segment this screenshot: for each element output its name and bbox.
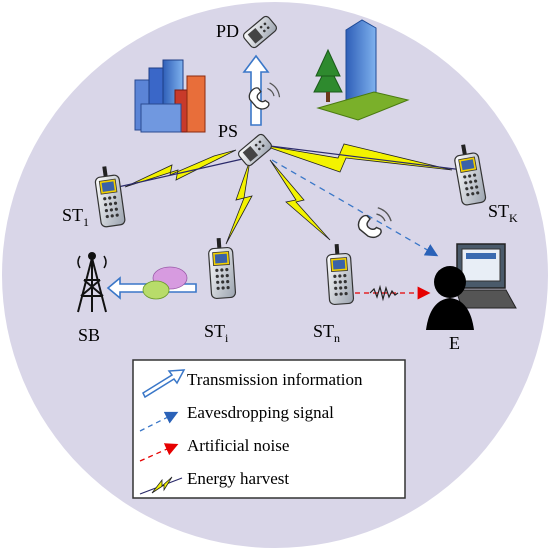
ps-label: PS [218,121,239,141]
link-lines [117,144,464,188]
e-label: E [449,333,460,353]
sb-label: SB [78,325,101,345]
stn-label: STn [313,321,341,345]
eavesdropper-icon [426,243,517,330]
office-building-right [313,19,410,121]
legend-box [132,359,406,499]
energy-harvest-bolts [124,143,453,245]
stk-label: STK [488,201,518,225]
legend-transmission-icon [142,369,186,399]
st1-label: ST1 [62,205,90,229]
legend-noise-icon [139,443,179,462]
noise-waveform [369,284,399,302]
sti-label: STi [204,321,229,345]
city-buildings-left [134,59,206,133]
eavesdrop-arrow [271,159,439,257]
legend-eavesdrop-label: Eavesdropping signal [187,403,334,422]
legend-noise-label: Artificial noise [187,436,290,455]
legend-energy-label: Energy harvest [187,469,290,488]
speech-bubbles [142,266,188,300]
legend-energy-icon [139,476,183,495]
pd-label: PD [216,21,240,41]
legend-eavesdrop-icon [139,411,179,432]
antenna-tower-icon [77,252,107,313]
legend-transmission-label: Transmission information [187,370,363,389]
